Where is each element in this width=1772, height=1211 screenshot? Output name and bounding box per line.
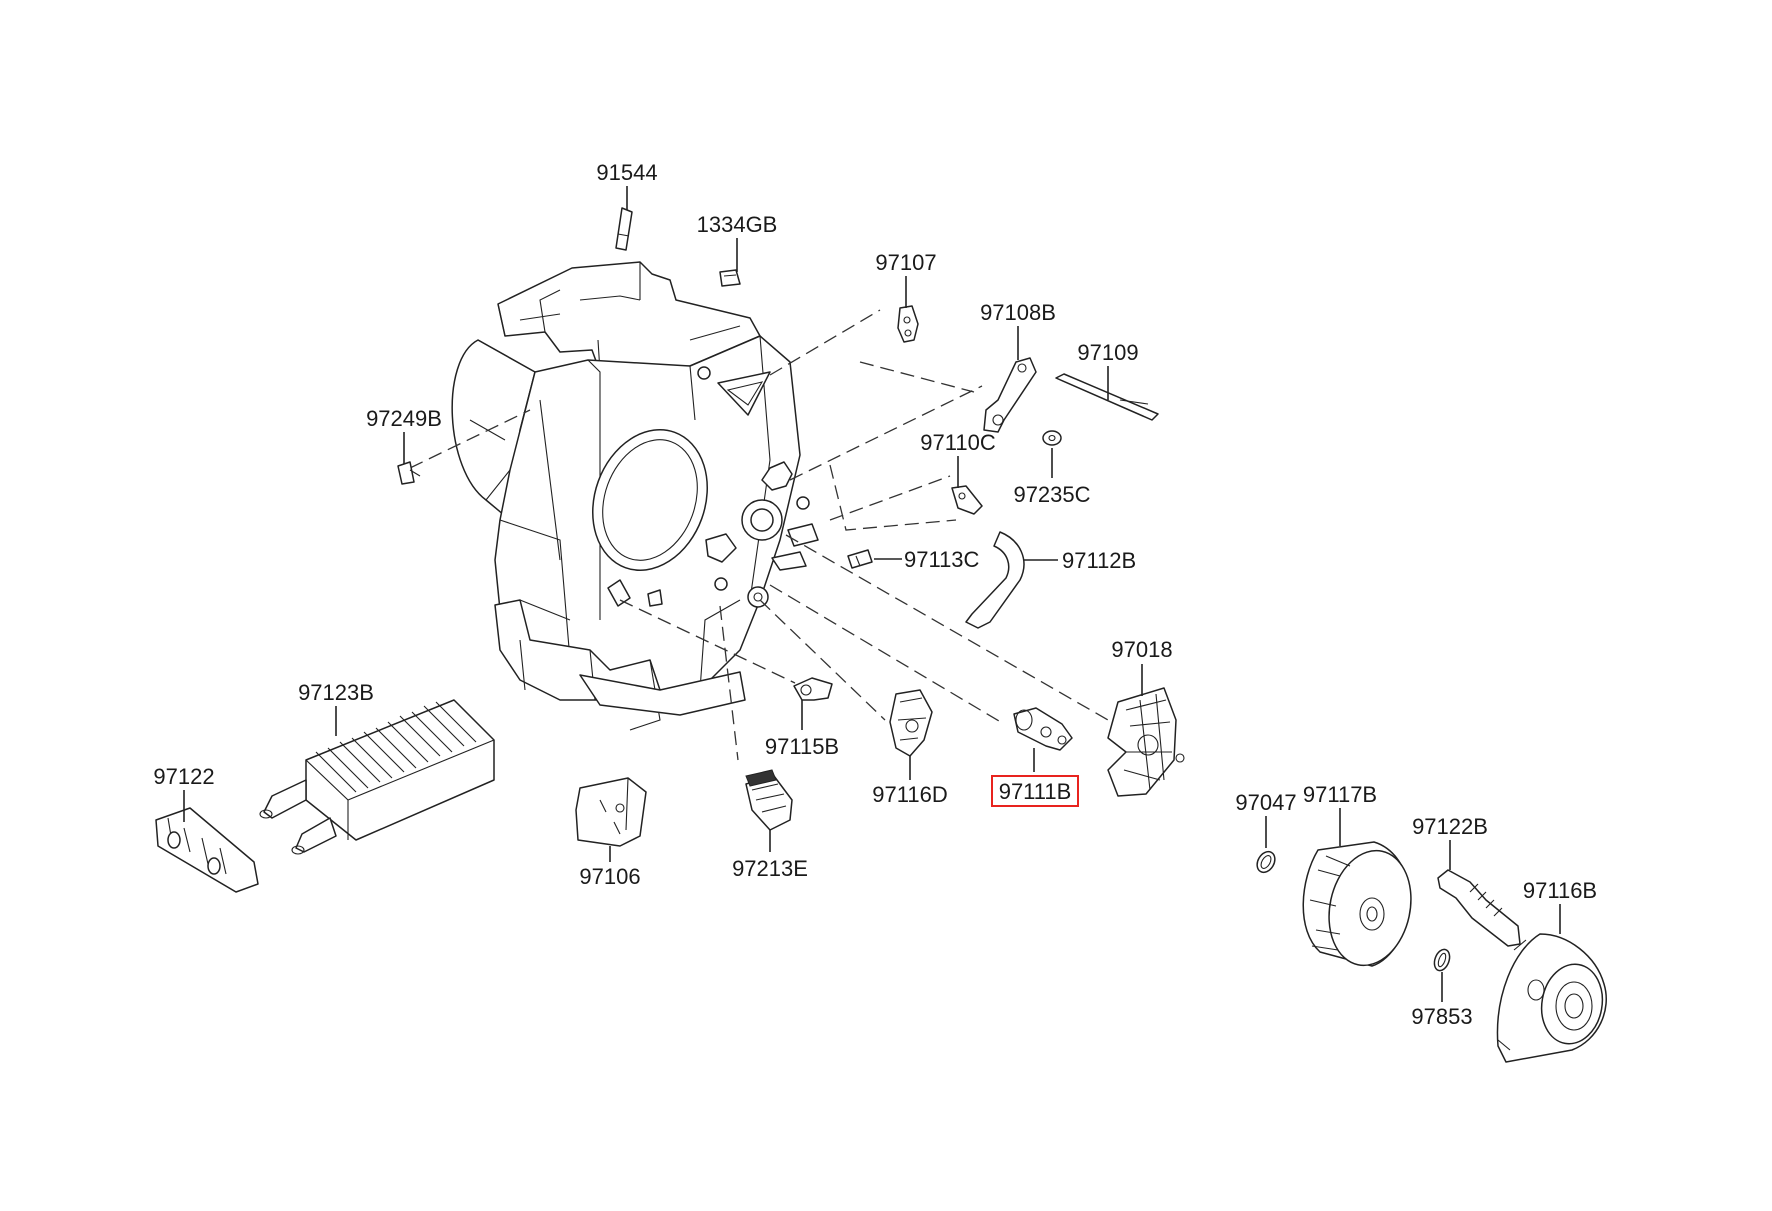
part-97249B-clip[interactable] bbox=[397, 461, 421, 485]
part-97113C-clip[interactable] bbox=[847, 549, 873, 569]
label-97249B[interactable]: 97249B bbox=[366, 406, 442, 431]
leader-lines bbox=[183, 186, 1561, 1002]
part-1334GB-clip[interactable] bbox=[719, 269, 741, 287]
highlight-box-97111B bbox=[991, 775, 1079, 807]
heater-housing bbox=[451, 261, 819, 731]
label-97107[interactable]: 97107 bbox=[875, 250, 936, 275]
label-97213E[interactable]: 97213E bbox=[732, 856, 808, 881]
label-97122[interactable]: 97122 bbox=[153, 764, 214, 789]
label-97116B[interactable]: 97116B bbox=[1523, 878, 1597, 903]
part-97106-bracket[interactable] bbox=[575, 777, 647, 847]
part-97122B-hose[interactable] bbox=[1437, 869, 1521, 947]
label-91544[interactable]: 91544 bbox=[596, 160, 657, 185]
label-97235C[interactable]: 97235C bbox=[1013, 482, 1090, 507]
label-97112B[interactable]: 97112B bbox=[1062, 548, 1136, 573]
part-97117B-blower-fan[interactable] bbox=[1302, 841, 1421, 973]
part-97111B-lever[interactable] bbox=[1013, 707, 1073, 751]
part-97122-seal-plate[interactable] bbox=[155, 807, 259, 893]
label-97853[interactable]: 97853 bbox=[1411, 1004, 1472, 1029]
assembly-lines bbox=[409, 309, 1109, 761]
label-97109[interactable]: 97109 bbox=[1077, 340, 1138, 365]
label-97108B[interactable]: 97108B bbox=[980, 300, 1056, 325]
label-97123B[interactable]: 97123B bbox=[298, 680, 374, 705]
label-97106[interactable]: 97106 bbox=[579, 864, 640, 889]
label-97110C[interactable]: 97110C bbox=[920, 430, 996, 455]
part-97047-o-ring[interactable] bbox=[1254, 848, 1279, 875]
part-labels: 91544 1334GB 97107 97108B 97109 97249B 9… bbox=[153, 160, 1597, 1029]
part-97018-cover[interactable] bbox=[1107, 687, 1185, 797]
label-97113C[interactable]: 97113C bbox=[904, 547, 980, 572]
part-97107-lever[interactable] bbox=[897, 305, 919, 343]
part-91544-pin[interactable] bbox=[615, 207, 633, 251]
label-97018[interactable]: 97018 bbox=[1111, 637, 1172, 662]
label-97047[interactable]: 97047 bbox=[1235, 790, 1296, 815]
part-97110C-link[interactable] bbox=[951, 485, 983, 515]
part-97213E-resistor[interactable] bbox=[745, 769, 793, 831]
label-97116D[interactable]: 97116D bbox=[872, 782, 947, 807]
label-97117B[interactable]: 97117B bbox=[1303, 782, 1377, 807]
part-97115B-cam[interactable] bbox=[793, 677, 833, 701]
part-97116B-blower-motor[interactable] bbox=[1496, 933, 1608, 1063]
label-97122B[interactable]: 97122B bbox=[1412, 814, 1488, 839]
part-97112B-hose[interactable] bbox=[965, 531, 1025, 629]
part-97109-rod[interactable] bbox=[1055, 373, 1159, 421]
part-97108B-arm[interactable] bbox=[983, 357, 1037, 433]
part-97116D-bracket[interactable] bbox=[889, 689, 933, 757]
label-97115B[interactable]: 97115B bbox=[765, 734, 839, 759]
part-97123B-heater-core[interactable] bbox=[259, 699, 495, 855]
label-97111B[interactable]: 97111B bbox=[999, 779, 1072, 804]
label-1334GB[interactable]: 1334GB bbox=[697, 212, 778, 237]
part-97235C-washer[interactable] bbox=[1042, 430, 1062, 446]
part-97853-o-ring[interactable] bbox=[1432, 947, 1453, 972]
